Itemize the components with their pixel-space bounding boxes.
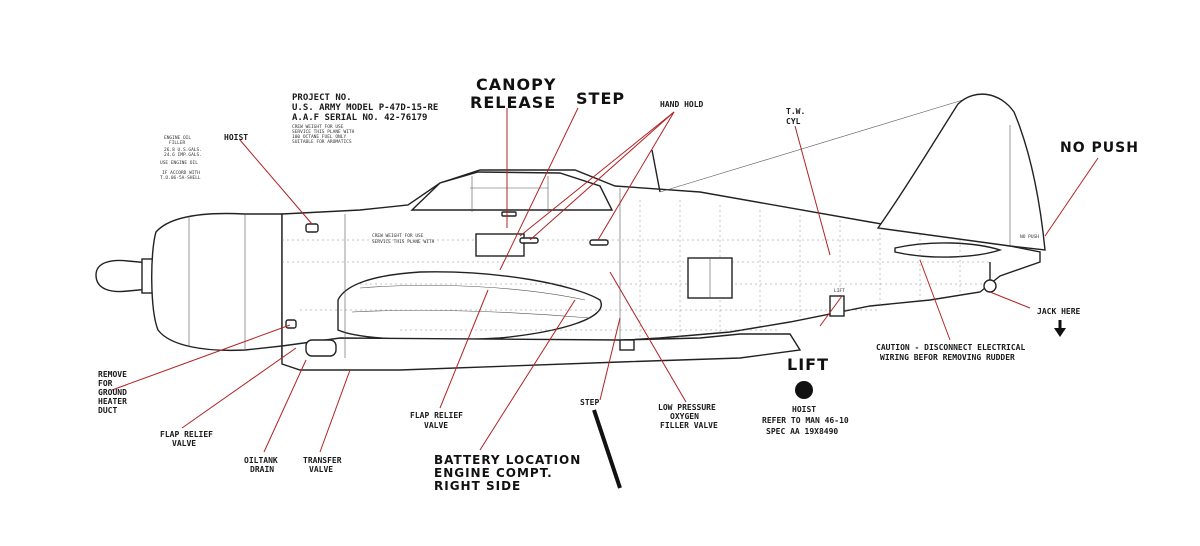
- engine-fine-6: IF ACCORD WITH: [162, 170, 200, 176]
- engine-fine-4: 24.6 IMP.GALS.: [164, 152, 202, 158]
- hand-hold-label: HAND HOLD: [660, 100, 704, 109]
- oiltank-drain-1: OILTANK: [244, 456, 278, 465]
- canopy: [410, 171, 614, 211]
- engine-fine-7: T.O.06-5A-SHELL: [160, 175, 201, 181]
- remove-line-3: GROUND: [98, 388, 127, 397]
- panel-lines: [282, 188, 990, 358]
- remove-line-4: HEATER: [98, 397, 127, 406]
- aircraft-drawing: [95, 93, 1046, 371]
- hoist-bottom-2: REFER TO MAN 46-10: [762, 416, 849, 425]
- hoist-bottom-1: HOIST: [792, 405, 816, 414]
- fuselage-no-push: NO PUSH: [1020, 234, 1039, 240]
- filled-circle-icon: [795, 381, 813, 399]
- step-top-label: STEP: [576, 89, 625, 108]
- flap-relief-left-2: VALVE: [172, 439, 196, 448]
- caution-line-1: CAUTION - DISCONNECT ELECTRICAL: [876, 343, 1025, 352]
- step-bottom-label: STEP: [580, 398, 599, 407]
- battery-line-3: RIGHT SIDE: [434, 479, 521, 493]
- fuselage-lift: LIFT: [834, 288, 845, 294]
- down-arrow-icon: [1054, 320, 1066, 337]
- remove-line-5: DUCT: [98, 406, 117, 415]
- engine-fine-3: 26.8 U.S.GALS.: [164, 147, 202, 153]
- project-fine-1: CREW WEIGHT FOR USE: [292, 124, 344, 130]
- canopy-release-label-2: RELEASE: [470, 93, 556, 112]
- vertical-tail: [876, 93, 1046, 251]
- oxygen-filler-label: LOW PRESSURE OXYGEN FILLER VALVE: [658, 403, 718, 430]
- fuselage-stencil-2: SERVICE THIS PLANE WITH: [372, 239, 435, 245]
- battery-line-1: BATTERY LOCATION: [434, 453, 581, 467]
- remove-line-1: REMOVE: [98, 370, 127, 379]
- transfer-valve-1: TRANSFER: [303, 456, 342, 465]
- engine-cowling: [151, 212, 283, 352]
- hoist-top-label: HOIST: [224, 133, 248, 142]
- remove-duct-label: REMOVE FOR GROUND HEATER DUCT: [98, 370, 127, 415]
- engine-fine-2: FILLER: [169, 140, 186, 146]
- oxygen-line-2: OXYGEN: [670, 412, 699, 421]
- fuselage-stencil-1: CREW WEIGHT FOR USE: [372, 233, 424, 239]
- oxygen-line-1: LOW PRESSURE: [658, 403, 716, 412]
- hoist-bottom-3: SPEC AA 19X8490: [766, 427, 838, 436]
- project-fine-2: SERVICE THIS PLANE WITH: [292, 129, 355, 135]
- project-line-3: A.A.F SERIAL NO. 42-76179: [292, 113, 427, 123]
- flap-relief-mid-2: VALVE: [424, 421, 448, 430]
- project-line-2: U.S. ARMY MODEL P-47D-15-RE: [292, 103, 438, 113]
- oiltank-drain-2: DRAIN: [250, 465, 274, 474]
- project-line-1: PROJECT NO.: [292, 93, 352, 103]
- canopy-release-label-1: CANOPY: [476, 75, 556, 94]
- jack-here-label: JACK HERE: [1037, 307, 1081, 316]
- remove-line-2: FOR: [98, 379, 113, 388]
- tw-cyl-label-1: T.W.: [786, 107, 805, 116]
- leader-lines: [111, 107, 1099, 453]
- transfer-valve-2: VALVE: [309, 465, 333, 474]
- oxygen-line-3: FILLER VALVE: [660, 421, 718, 430]
- tw-cyl-label-2: CYL: [786, 117, 801, 126]
- project-stencil: PROJECT NO. U.S. ARMY MODEL P-47D-15-RE …: [292, 93, 438, 145]
- engine-oil-stencil: ENGINE OIL FILLER 26.8 U.S.GALS. 24.6 IM…: [160, 135, 202, 181]
- belly-fairing: [281, 333, 802, 371]
- flap-relief-mid-1: FLAP RELIEF: [410, 411, 463, 420]
- engine-fine-1: ENGINE OIL: [164, 135, 191, 141]
- lift-label: LIFT: [787, 355, 829, 374]
- battery-line-2: ENGINE COMPT.: [434, 466, 553, 480]
- engine-fine-5: USE ENGINE OIL: [160, 160, 198, 166]
- project-fine-3: 100 OCTANE FUEL ONLY: [292, 134, 346, 140]
- flap-relief-left-1: FLAP RELIEF: [160, 430, 213, 439]
- battery-location-label: BATTERY LOCATION ENGINE COMPT. RIGHT SID…: [434, 453, 581, 493]
- no-push-label: NO PUSH: [1060, 140, 1139, 156]
- caution-line-2: WIRING BEFOR REMOVING RUDDER: [880, 353, 1015, 362]
- step-bar: [592, 409, 622, 489]
- project-fine-4: SUITABLE FOR AROMATICS: [292, 139, 352, 145]
